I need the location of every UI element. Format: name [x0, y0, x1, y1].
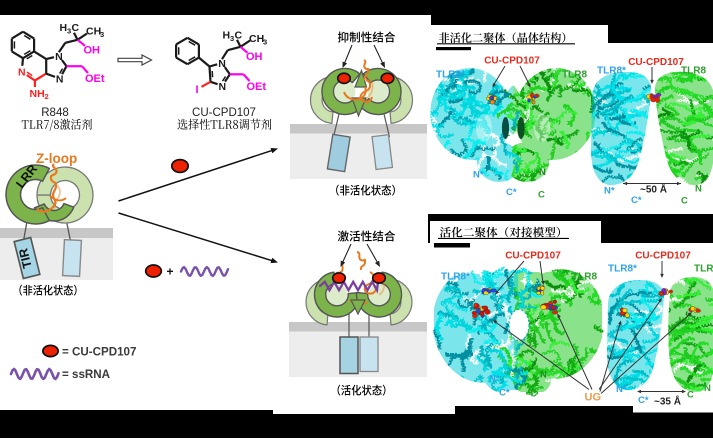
svg-text:N: N — [704, 383, 711, 394]
svg-text:TLR8*: TLR8* — [436, 70, 465, 81]
svg-text:N: N — [219, 81, 227, 93]
svg-text:TLR8: TLR8 — [681, 66, 706, 77]
svg-text:N*: N* — [616, 384, 627, 395]
svg-text:CU-CPD107: CU-CPD107 — [628, 57, 684, 68]
svg-text:C: C — [72, 22, 80, 34]
svg-text:H: H — [223, 30, 231, 42]
svg-text:C: C — [687, 390, 694, 401]
svg-text:CU-CPD107: CU-CPD107 — [484, 56, 540, 67]
svg-text:N: N — [55, 51, 63, 63]
svg-text:C: C — [538, 190, 545, 201]
svg-text:3: 3 — [263, 37, 267, 46]
svg-text:2: 2 — [45, 92, 49, 101]
svg-text:N: N — [540, 370, 547, 381]
svg-text:N: N — [218, 58, 226, 70]
svg-text:R848: R848 — [41, 107, 69, 119]
svg-text:N*: N* — [473, 170, 484, 181]
svg-text:= CU-CPD107: = CU-CPD107 — [62, 346, 136, 359]
svg-text:NH: NH — [30, 88, 45, 100]
svg-text:OEt: OEt — [85, 73, 105, 85]
svg-text:N: N — [539, 167, 546, 178]
svg-text:C*: C* — [638, 395, 649, 406]
svg-text:3: 3 — [100, 30, 104, 39]
svg-text:+: + — [166, 265, 173, 279]
svg-text:Z-loop: Z-loop — [36, 151, 77, 166]
svg-text:N: N — [695, 184, 702, 195]
svg-text:C: C — [530, 389, 537, 400]
svg-text:OH: OH — [246, 51, 263, 63]
svg-text:CU-CPD107: CU-CPD107 — [635, 251, 691, 262]
svg-text:N*: N* — [604, 186, 615, 197]
svg-text:TLR8: TLR8 — [694, 264, 713, 275]
svg-text:~35 Å: ~35 Å — [654, 395, 681, 408]
svg-text:OEt: OEt — [247, 81, 267, 93]
svg-text:N*: N* — [489, 374, 500, 385]
svg-text:C*: C* — [506, 187, 517, 198]
svg-text:TLR8*: TLR8* — [597, 66, 626, 77]
svg-text:I: I — [195, 84, 198, 96]
svg-text:C*: C* — [631, 195, 642, 206]
svg-text:C: C — [681, 196, 688, 207]
svg-text:TLR8*: TLR8* — [441, 272, 470, 283]
svg-text:UG: UG — [585, 392, 602, 404]
svg-text:N: N — [18, 67, 26, 79]
svg-text:= ssRNA: = ssRNA — [62, 368, 111, 381]
svg-text:~50 Å: ~50 Å — [640, 183, 667, 196]
svg-text:N: N — [56, 74, 64, 86]
svg-text:CH: CH — [86, 26, 101, 38]
svg-text:TLR8*: TLR8* — [608, 264, 637, 275]
svg-text:H: H — [60, 22, 68, 34]
svg-text:TLR8: TLR8 — [572, 272, 597, 283]
svg-text:CH: CH — [249, 33, 264, 45]
svg-text:C: C — [235, 30, 243, 42]
svg-text:C*: C* — [499, 388, 510, 399]
svg-text:TLR8: TLR8 — [562, 70, 587, 81]
svg-text:OH: OH — [84, 45, 101, 57]
svg-text:CU-CPD107: CU-CPD107 — [192, 107, 256, 119]
svg-text:CU-CPD107: CU-CPD107 — [505, 251, 561, 262]
